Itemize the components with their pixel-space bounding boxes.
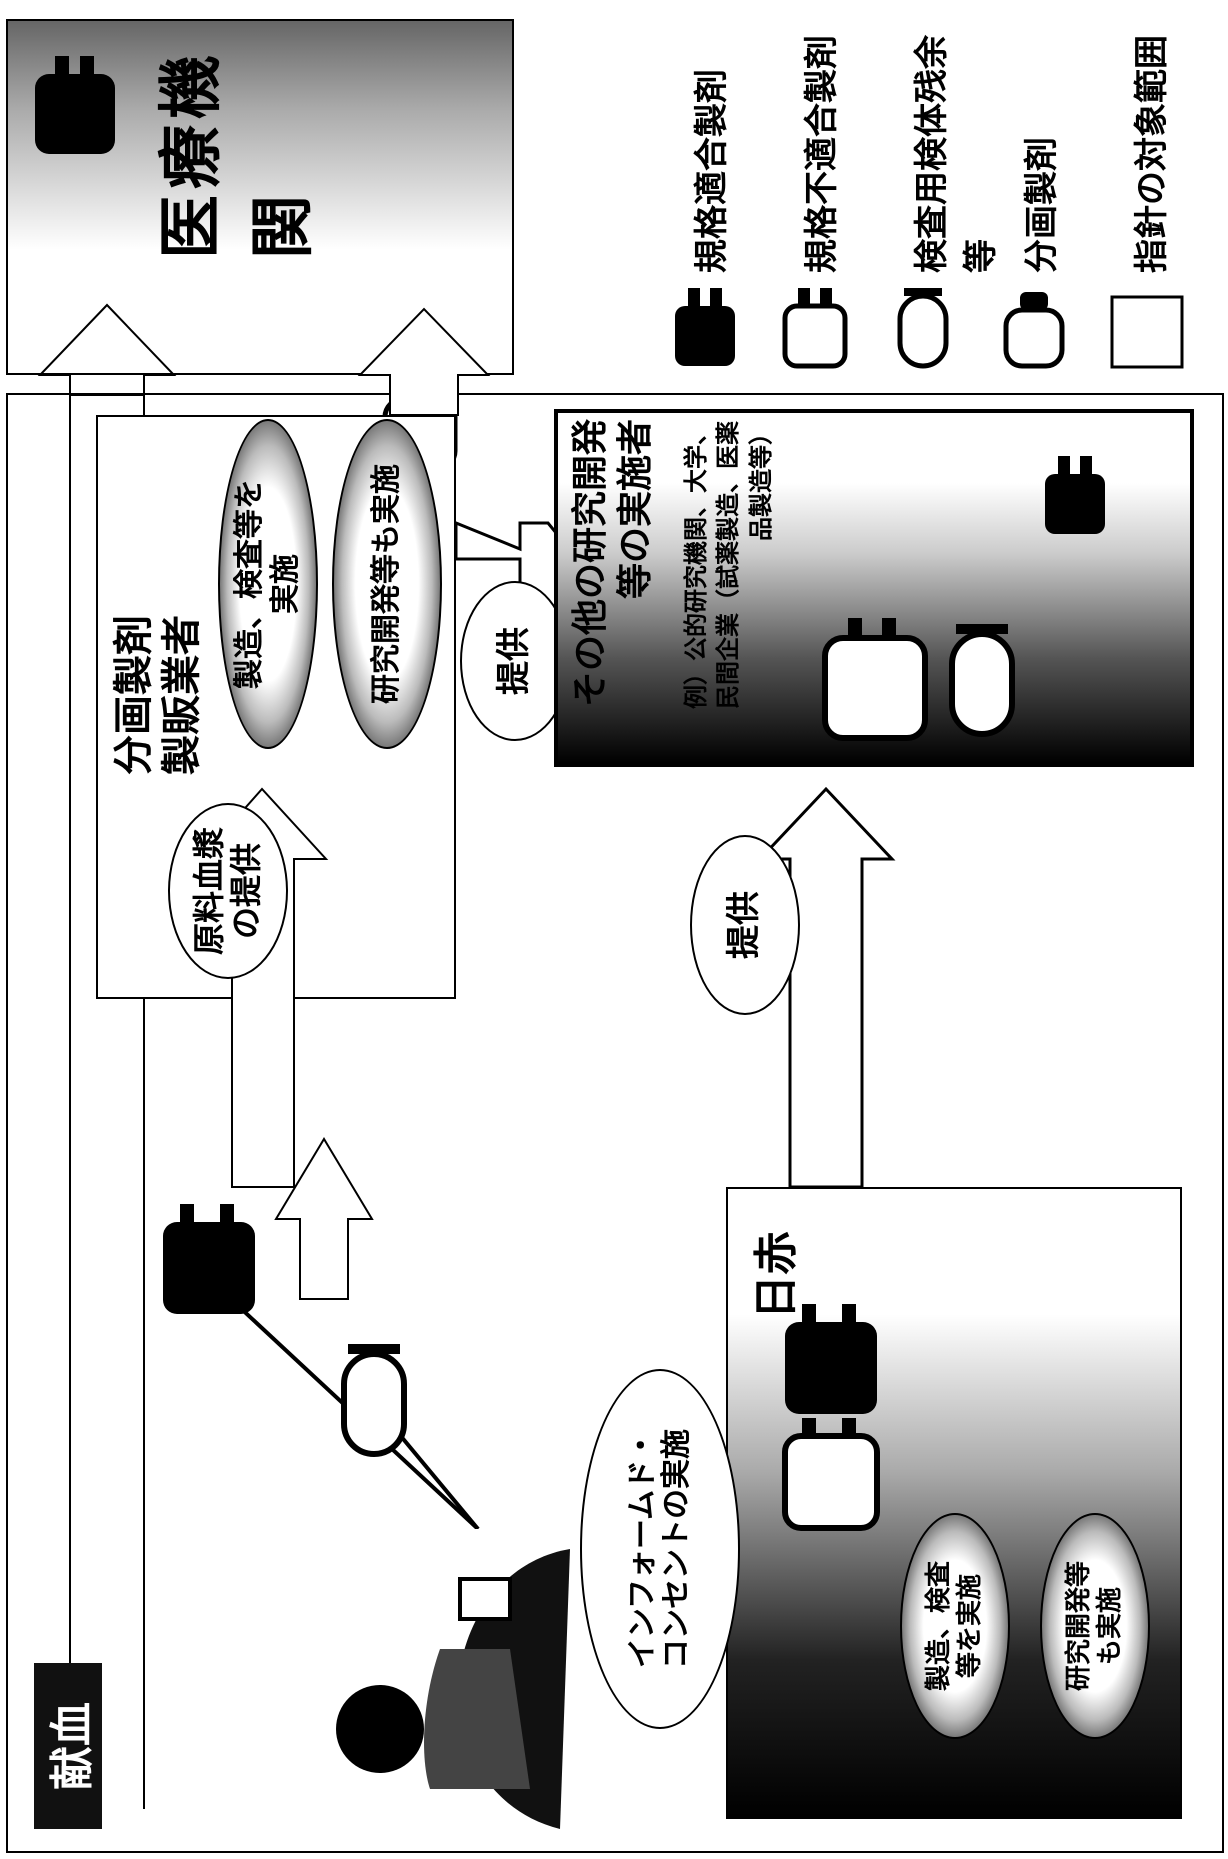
legend-item-test-sample: 検査用検体残余等 [880,9,1001,379]
nonconforming-blood-bag-icon [782,288,848,369]
standard-blood-bag-icon [675,288,735,366]
blood-bag-icon [35,56,115,154]
test-tube-icon [949,624,1015,737]
legend-item-standard: 規格適合製剤 [660,9,760,379]
informed-consent-label: インフォームド・コンセントの実施 [580,1369,740,1729]
standard-blood-bag-icon [1045,456,1105,534]
nonconforming-blood-bag-icon [822,618,928,741]
blood-donation-label: 献血 [34,1663,102,1829]
scope-box-icon [1110,295,1184,369]
donated-bag-icon [163,1204,255,1314]
donor-illustration-icon [310,1529,580,1849]
test-tube-icon [897,288,949,369]
fraction-bottle-icon [1003,292,1065,369]
legend: 規格適合製剤 規格不適合製剤 検査用検体残余等 分画製剤 [660,9,1220,379]
legend-item-scope: 指針の対象範囲 [1100,9,1200,379]
nisseki-blood-bag-icon [785,1304,877,1414]
donated-tube-icon [341,1344,407,1457]
legend-item-nonconforming: 規格不適合製剤 [770,9,870,379]
nisseki-nonconforming-bag-icon [782,1418,880,1531]
legend-item-fraction: 分画製剤 [990,9,1090,379]
